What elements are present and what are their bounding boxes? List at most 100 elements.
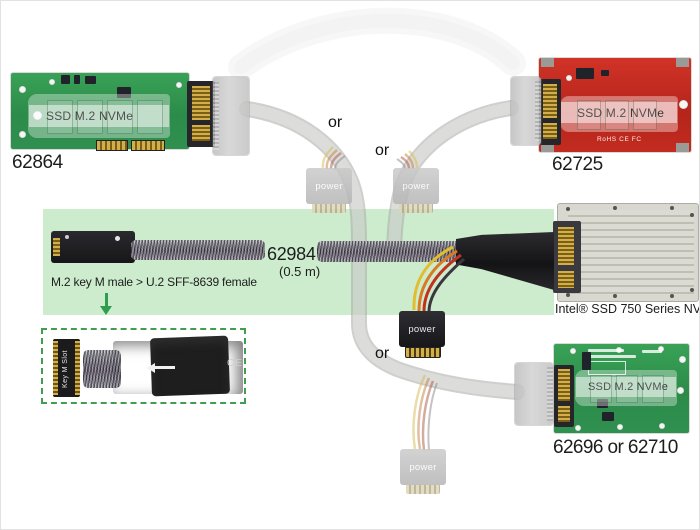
- or-label-top-left: or: [328, 114, 343, 131]
- component: [597, 399, 608, 408]
- m2-overlay-band: SSD M.2 NVMe: [561, 102, 677, 123]
- product-id-62864: 62864: [12, 152, 63, 173]
- ghost-power-connector-right: power: [393, 168, 439, 214]
- m2-ssd-overlay: SSD M.2 NVMe: [561, 97, 677, 131]
- cable-description: M.2 key M male > U.2 SFF-8639 female: [51, 275, 257, 289]
- power-label: power: [315, 180, 343, 192]
- power-connector-pins: [406, 485, 440, 494]
- key-m-slot-connector: Key M Slot: [53, 339, 80, 397]
- ssd-screw: [690, 213, 694, 217]
- board-marking: [588, 355, 636, 358]
- power-label: power: [409, 461, 437, 473]
- adapter-card-62864: SSD M.2 NVMe: [11, 73, 189, 151]
- m2-key-m-male-connector: [51, 231, 135, 263]
- screw-hole: [19, 86, 26, 93]
- m2-overlay-band: SSD M.2 NVMe: [576, 377, 676, 397]
- m2-chip-outline: [590, 375, 612, 403]
- sata-connector: [96, 140, 128, 151]
- ssd-heatsink-fins: [568, 210, 694, 295]
- ghost-u2-plug-left: [213, 77, 249, 155]
- component: [61, 75, 70, 84]
- m2-chip-outline: [577, 100, 601, 130]
- power-label: power: [402, 180, 430, 192]
- board-marking: [642, 350, 662, 353]
- ghost-power-wires-right: [396, 150, 419, 171]
- chip: [117, 87, 131, 98]
- ce-mark: CE: [227, 358, 243, 369]
- m2-edge-pins: [53, 238, 60, 256]
- screw-hole: [659, 423, 665, 429]
- screw-hole: [19, 131, 26, 138]
- screw-hole: [575, 425, 581, 431]
- ssd-screw: [670, 206, 674, 210]
- m2-chip-outline: [605, 100, 629, 130]
- component: [582, 352, 591, 370]
- mount-tab: [676, 143, 689, 152]
- screw-hole: [679, 356, 686, 363]
- screw-hole: [679, 100, 688, 109]
- cable-length: (0.5 m): [279, 264, 321, 279]
- screw-hole: [176, 82, 182, 88]
- ssd-screw: [613, 294, 617, 298]
- or-label-bottom: or: [375, 345, 390, 362]
- led-hole: [566, 75, 572, 81]
- or-label-centre: or: [375, 142, 390, 159]
- connector-pins: [558, 227, 574, 265]
- sata-connector: [131, 140, 165, 151]
- m2-ssd-overlay: SSD M.2 NVMe: [29, 95, 169, 137]
- board-marking: [588, 349, 624, 352]
- adapter-card-62725: SSD M.2 NVMe RoHS CE FC: [539, 58, 691, 152]
- mount-tab: [541, 58, 554, 67]
- power-connector-pins: [399, 204, 433, 213]
- m2-ssd-overlay: SSD M.2 NVMe: [576, 371, 676, 405]
- chip: [576, 68, 594, 79]
- ghost-power-connector-left: power: [306, 168, 352, 214]
- sata-power-connector: power: [399, 311, 445, 358]
- m2-overlay-label: SSD M.2 NVMe: [588, 381, 669, 393]
- ghost-power-wires-bottom: [412, 374, 438, 451]
- m2-chip-outline: [47, 100, 73, 134]
- component: [602, 412, 614, 421]
- ssd-screw: [690, 288, 694, 292]
- certification-marks: RoHS CE FC: [597, 136, 642, 143]
- ssd-screw: [566, 207, 570, 211]
- product-id-62696-62710: 62696 or 62710: [553, 437, 678, 458]
- power-label: power: [408, 323, 436, 335]
- inset-cable-braid: [83, 350, 121, 388]
- ssd-screw: [613, 206, 617, 210]
- arrow-down-line: [105, 293, 108, 307]
- ghost-power-connector-bottom: power: [400, 449, 446, 495]
- product-id-62725: 62725: [552, 154, 603, 175]
- component: [85, 76, 96, 84]
- connector-pins: [543, 84, 557, 118]
- ghost-u2-plug-right: [511, 77, 541, 145]
- arrow-down-head: [100, 306, 112, 315]
- connector-pins: [558, 406, 570, 422]
- sff8639-connector-62725: [539, 79, 561, 145]
- arrow-left-head: [147, 362, 155, 373]
- connector-pins: [192, 86, 210, 120]
- ssd-screw: [566, 293, 570, 297]
- m2-chip-outline: [107, 100, 133, 134]
- mount-tab: [541, 143, 554, 152]
- ghost-cable-left: [239, 101, 525, 400]
- ssd-label: Intel® SSD 750 Series NVMe: [555, 302, 700, 316]
- connector-mark: [65, 235, 69, 239]
- adapter-card-62696: SSD M.2 NVMe: [554, 344, 689, 433]
- braided-cable-segment: [131, 240, 265, 260]
- power-connector-pins: [405, 347, 441, 358]
- mount-tab: [676, 58, 689, 67]
- m2-chip-outline: [642, 375, 664, 403]
- sff8639-connector-62864: [187, 81, 215, 147]
- m2-chip-outline: [137, 100, 163, 134]
- m2-chip-outline: [77, 100, 103, 134]
- screw-hole: [677, 387, 684, 394]
- arrow-left-line: [155, 366, 175, 369]
- m2-overlay-label: SSD M.2 NVMe: [46, 109, 134, 123]
- component: [74, 75, 80, 84]
- component: [601, 70, 609, 76]
- connector-pins: [192, 125, 210, 141]
